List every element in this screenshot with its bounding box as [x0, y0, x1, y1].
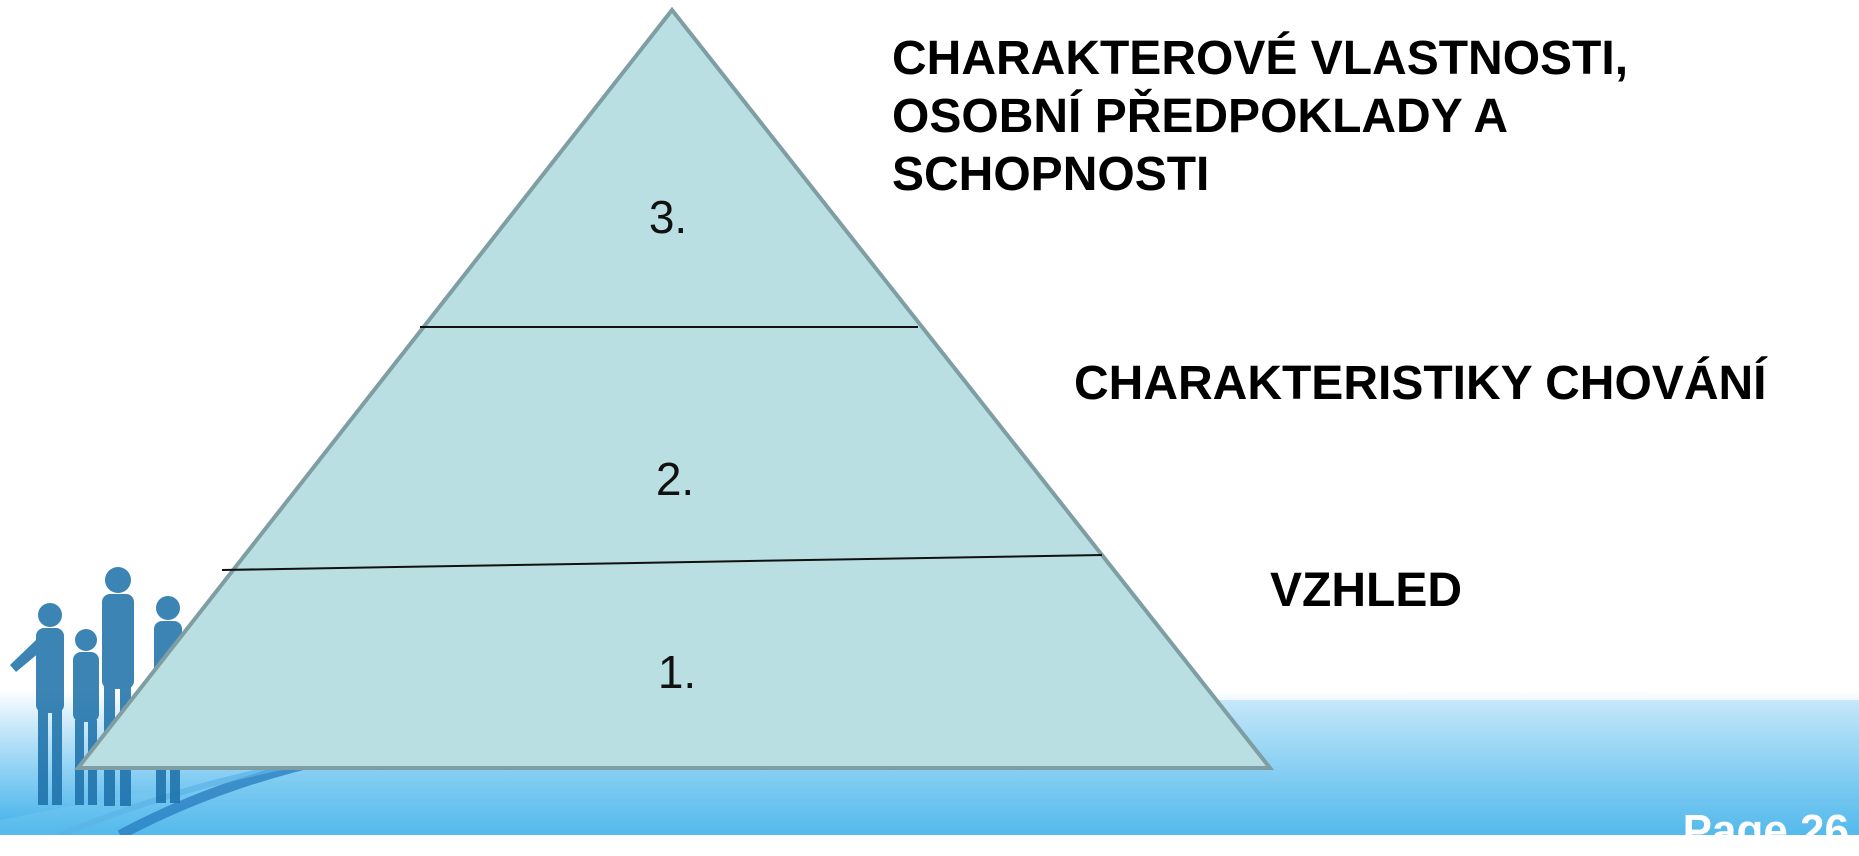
- level-3-number: 3.: [648, 191, 688, 243]
- level-2-label: CHARAKTERISTIKY CHOVÁNÍ: [1074, 357, 1767, 410]
- pyramid-shape: [73, 6, 1275, 770]
- level-1-number: 1.: [657, 646, 697, 698]
- divider-lower: [221, 554, 1103, 571]
- page-number: Page 26: [1682, 806, 1849, 855]
- level-1-label: VZHLED: [1270, 564, 1462, 617]
- level-3-label: CHARAKTEROVÉ VLASTNOSTI, OSOBNÍ PŘEDPOKL…: [892, 32, 1629, 201]
- level-2-number: 2.: [655, 453, 695, 505]
- pyramid-diagram: [73, 6, 1275, 770]
